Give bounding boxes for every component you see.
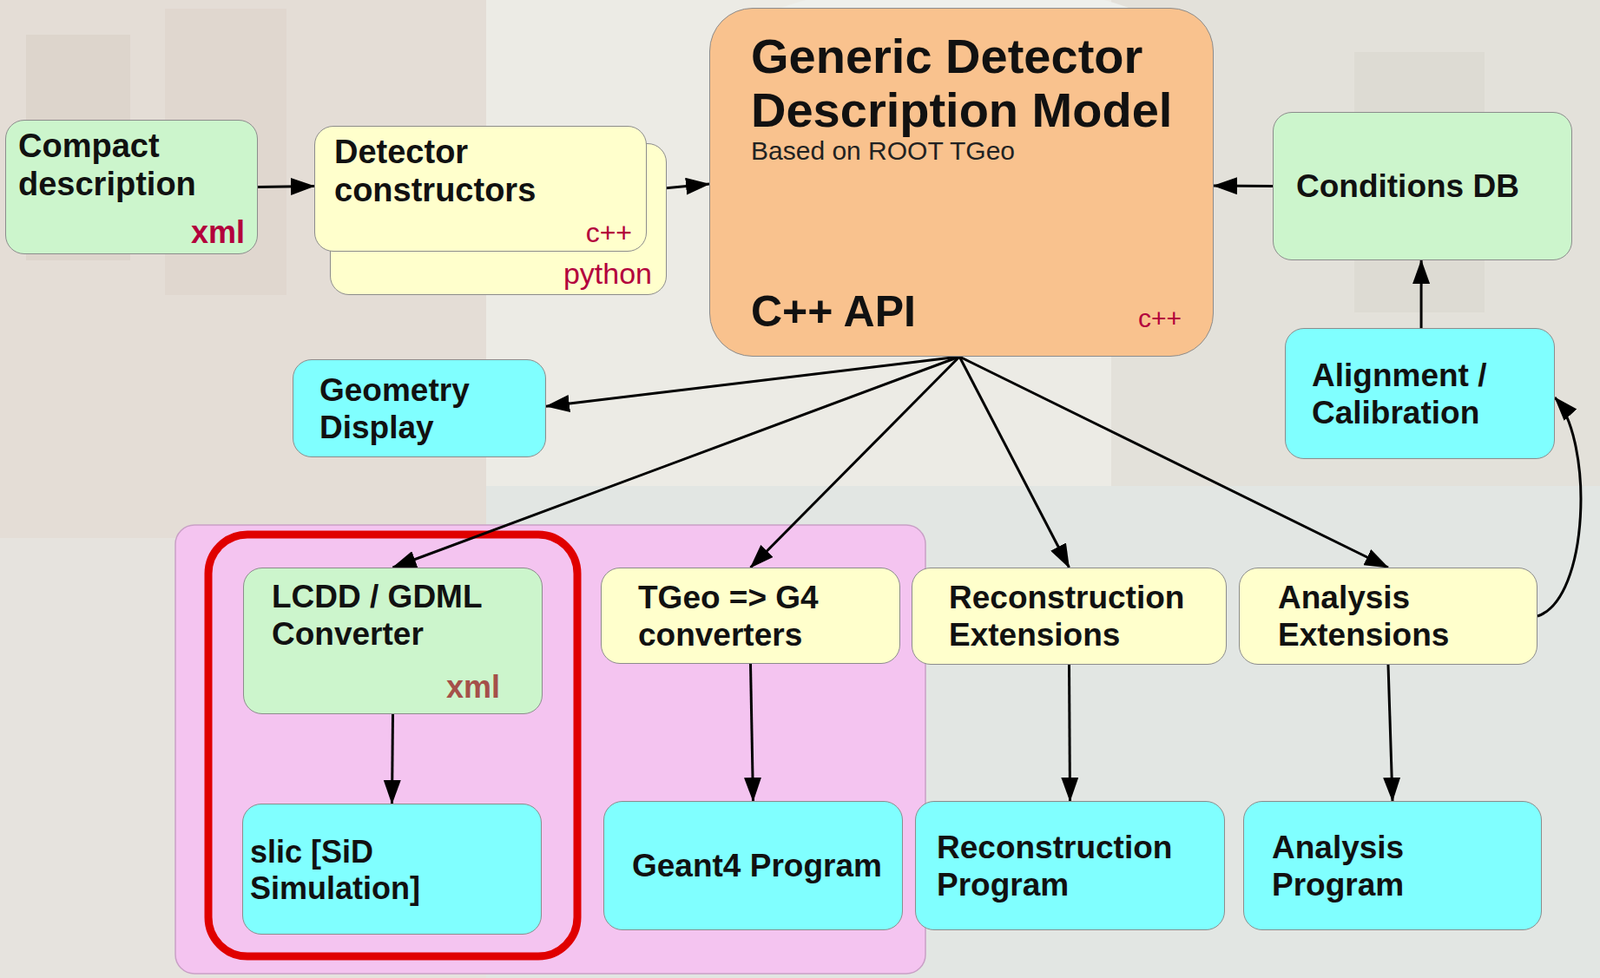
application-box: Alignment / Calibration bbox=[1284, 328, 1555, 460]
language-tag: C++ API bbox=[750, 287, 916, 338]
language-tag: python bbox=[563, 256, 652, 291]
program-box: Analysis Program bbox=[1243, 801, 1542, 931]
box-label: Reconstruction Extensions bbox=[948, 579, 1221, 654]
language-tag: c++ bbox=[586, 217, 633, 250]
database-box: Conditions DB bbox=[1272, 111, 1573, 261]
text-column: Analysis Extensions bbox=[1277, 579, 1532, 654]
box-label: Compact description bbox=[18, 127, 251, 204]
simulation-panel bbox=[175, 525, 926, 975]
box-label: slic [SiD Simulation] bbox=[250, 834, 538, 907]
text-column: Geometry Display bbox=[319, 372, 540, 447]
program-box: slic [SiD Simulation] bbox=[242, 803, 542, 935]
text-column: Reconstruction Extensions bbox=[948, 579, 1221, 654]
process-box: TGeo => G4 converters bbox=[600, 567, 901, 665]
box-label: Analysis Program bbox=[1271, 829, 1536, 904]
box-label: Conditions DB bbox=[1296, 168, 1565, 206]
connector-arrow bbox=[257, 184, 315, 189]
text-column: Analysis Program bbox=[1271, 829, 1536, 904]
core-model-box: Generic Detector Description ModelBased … bbox=[709, 7, 1214, 357]
box-label: Reconstruction Program bbox=[936, 829, 1219, 904]
text-column: slic [SiD Simulation] bbox=[250, 834, 538, 907]
box-subtitle: Based on ROOT TGeo bbox=[750, 136, 1198, 167]
text-column: Alignment / Calibration bbox=[1311, 357, 1549, 432]
text-column: Compact description bbox=[18, 127, 251, 204]
box-label: Generic Detector Description Model bbox=[750, 29, 1198, 137]
text-column: Detector constructors bbox=[334, 133, 638, 210]
text-column: Conditions DB bbox=[1296, 168, 1565, 206]
process-box: Analysis Extensions bbox=[1238, 567, 1538, 666]
text-column: Reconstruction Program bbox=[936, 829, 1219, 904]
text-column: Generic Detector Description ModelBased … bbox=[750, 29, 1198, 167]
connector-arrow bbox=[1069, 665, 1071, 802]
program-box: Geant4 Program bbox=[603, 801, 903, 931]
connector-arrow bbox=[392, 714, 394, 804]
process-box: Reconstruction Extensions bbox=[911, 567, 1227, 666]
box-label: Alignment / Calibration bbox=[1311, 357, 1549, 432]
connector-arrow bbox=[1388, 665, 1393, 802]
connector-arrow bbox=[750, 356, 961, 568]
text-column: TGeo => G4 converters bbox=[638, 579, 895, 654]
text-column: Geant4 Program bbox=[632, 848, 897, 886]
application-box: Geometry Display bbox=[292, 359, 547, 458]
process-box: Detector constructors c++ bbox=[314, 125, 647, 252]
input-box: Compact description xml bbox=[5, 119, 258, 255]
converter-box: LCDD / GDML Converter xml bbox=[243, 567, 543, 715]
box-label: TGeo => G4 converters bbox=[638, 579, 895, 654]
connector-arrow bbox=[959, 356, 1069, 568]
language-tag: xml bbox=[190, 214, 245, 251]
language-tag: c++ bbox=[1138, 303, 1182, 335]
connector-arrow bbox=[1213, 184, 1273, 188]
connector-arrow bbox=[750, 664, 754, 802]
box-label: Geant4 Program bbox=[632, 848, 897, 886]
connector-arrow bbox=[1420, 260, 1423, 329]
text-column: LCDD / GDML Converter bbox=[271, 579, 537, 653]
box-label: LCDD / GDML Converter bbox=[271, 579, 537, 653]
connector-arrow bbox=[546, 356, 960, 407]
box-label: Geometry Display bbox=[319, 372, 540, 447]
box-label: Detector constructors bbox=[334, 133, 638, 210]
box-label: Analysis Extensions bbox=[1277, 579, 1532, 654]
language-tag: xml bbox=[446, 669, 501, 705]
program-box: Reconstruction Program bbox=[915, 801, 1225, 931]
highlight-outline bbox=[208, 534, 578, 957]
